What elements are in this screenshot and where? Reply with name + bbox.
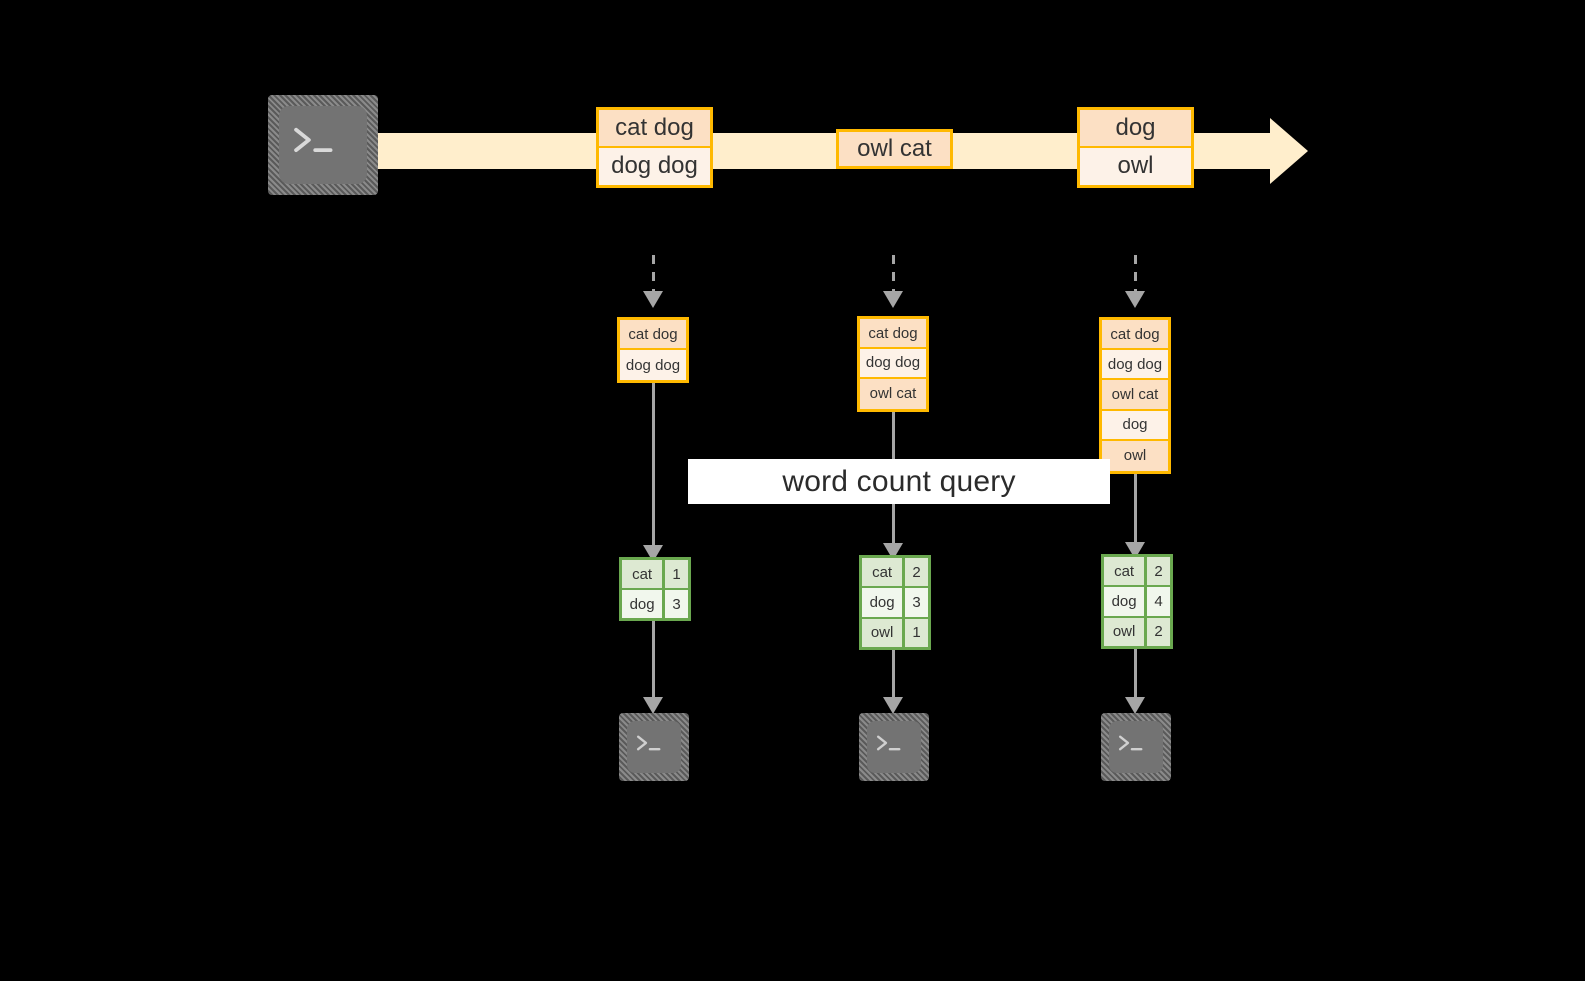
terminal-screen [867, 721, 921, 773]
table-row: cat 2 [862, 558, 928, 589]
stream-event-group-1: cat dog dog dog [596, 107, 713, 188]
terminal-screen [1109, 721, 1163, 773]
result-count: 2 [1147, 617, 1170, 646]
stream-tap-connector-1 [652, 255, 655, 293]
source-terminal-icon [268, 95, 378, 195]
terminal-screen [627, 721, 681, 773]
result-count: 1 [905, 618, 928, 647]
result-word: dog [862, 588, 906, 617]
query-connector-3 [1134, 474, 1137, 544]
table-row: owl 1 [862, 618, 928, 647]
stream-event-line: dog dog [599, 147, 710, 185]
result-word: dog [622, 590, 666, 618]
result-count: 4 [1147, 587, 1170, 616]
result-count: 3 [905, 588, 928, 617]
table-row: cat 1 [622, 560, 688, 590]
accumulation-box-1: cat dog dog dog [617, 317, 689, 383]
prompt-glyph-icon [876, 735, 900, 751]
terminal-screen [279, 106, 367, 184]
result-word: cat [1104, 557, 1148, 586]
prompt-glyph-icon [636, 735, 660, 751]
prompt-glyph-icon [294, 127, 333, 152]
sink-connector-3 [1134, 649, 1137, 699]
accumulation-box-3: cat dog dog dog owl cat dog owl [1099, 317, 1171, 474]
accumulated-line: cat dog [860, 319, 926, 349]
accumulated-line: owl [1102, 440, 1168, 471]
result-word: owl [1104, 617, 1148, 646]
query-label-band: word count query [688, 459, 1110, 504]
stream-event-group-2: owl cat [836, 129, 953, 169]
sink-arrowhead-1 [643, 697, 663, 714]
result-word: owl [862, 618, 906, 647]
sink-connector-2 [892, 650, 895, 699]
result-count: 2 [905, 558, 928, 587]
stream-tap-connector-3 [1134, 255, 1137, 293]
stream-tap-arrowhead-3 [1125, 291, 1145, 308]
stream-event-line: owl [1080, 147, 1191, 185]
stream-event-line: owl cat [839, 132, 950, 166]
query-connector-1 [652, 383, 655, 547]
result-count: 1 [665, 560, 688, 588]
accumulation-box-2: cat dog dog dog owl cat [857, 316, 929, 412]
result-word: cat [862, 558, 906, 587]
sink-terminal-icon-2 [859, 713, 929, 781]
accumulated-line: owl cat [860, 378, 926, 409]
stream-tap-arrowhead-2 [883, 291, 903, 308]
accumulated-line: dog [1102, 410, 1168, 441]
stream-tap-connector-2 [892, 255, 895, 293]
result-count: 2 [1147, 557, 1170, 586]
sink-arrowhead-2 [883, 697, 903, 714]
table-row: dog 4 [1104, 587, 1170, 618]
stream-arrowhead [1270, 118, 1308, 184]
stream-event-line: cat dog [599, 110, 710, 148]
accumulated-line: dog dog [620, 350, 686, 380]
accumulated-line: cat dog [620, 320, 686, 350]
table-row: dog 3 [862, 588, 928, 619]
accumulated-line: dog dog [1102, 350, 1168, 381]
sink-arrowhead-3 [1125, 697, 1145, 714]
result-count: 3 [665, 590, 688, 618]
accumulated-line: dog dog [860, 349, 926, 379]
table-row: dog 3 [622, 590, 688, 618]
accumulated-line: owl cat [1102, 380, 1168, 411]
result-word: dog [1104, 587, 1148, 616]
result-table-1: cat 1 dog 3 [619, 557, 691, 621]
stream-tap-arrowhead-1 [643, 291, 663, 308]
stream-event-line: dog [1080, 110, 1191, 148]
accumulated-line: cat dog [1102, 320, 1168, 351]
table-row: owl 2 [1104, 617, 1170, 646]
result-table-2: cat 2 dog 3 owl 1 [859, 555, 931, 650]
prompt-glyph-icon [1118, 735, 1142, 751]
sink-connector-1 [652, 621, 655, 699]
stream-event-group-3: dog owl [1077, 107, 1194, 188]
result-table-3: cat 2 dog 4 owl 2 [1101, 554, 1173, 649]
query-label-text: word count query [782, 464, 1016, 498]
result-word: cat [622, 560, 666, 588]
sink-terminal-icon-1 [619, 713, 689, 781]
table-row: cat 2 [1104, 557, 1170, 588]
sink-terminal-icon-3 [1101, 713, 1171, 781]
